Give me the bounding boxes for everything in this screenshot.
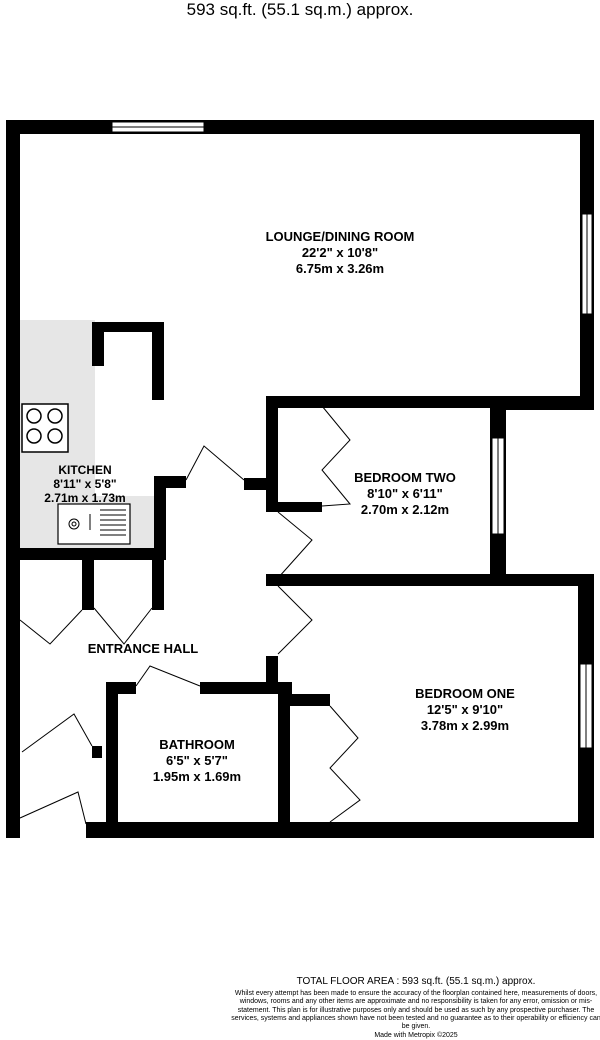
room-size-imperial: 22'2" x 10'8" <box>301 245 379 260</box>
room-size-imperial: 6'5" x 5'7" <box>166 753 228 768</box>
footer-total-area: TOTAL FLOOR AREA : 593 sq.ft. (55.1 sq.m… <box>296 976 536 987</box>
sink-icon <box>57 503 131 545</box>
room-name: BEDROOM TWO <box>354 470 456 485</box>
hob-icon <box>21 403 69 453</box>
room-size-imperial: 12'5" x 9'10" <box>426 702 504 717</box>
room-label-lounge: LOUNGE/DINING ROOM 22'2" x 10'8" 6.75m x… <box>240 229 440 277</box>
room-size-imperial: 8'10" x 6'11" <box>367 486 443 501</box>
room-label-bedroom-one: BEDROOM ONE 12'5" x 9'10" 3.78m x 2.99m <box>390 686 540 734</box>
room-size-imperial: 8'11" x 5'8" <box>53 477 117 491</box>
doors <box>19 405 361 825</box>
room-label-entrance-hall: ENTRANCE HALL <box>70 641 216 657</box>
room-name: KITCHEN <box>58 463 112 477</box>
header-area-text: 593 sq.ft. (55.1 sq.m.) approx. <box>186 0 414 19</box>
room-label-bathroom: BATHROOM 6'5" x 5'7" 1.95m x 1.69m <box>124 737 270 785</box>
room-size-metric: 1.95m x 1.69m <box>152 769 242 784</box>
room-name: BEDROOM ONE <box>415 686 515 701</box>
room-label-kitchen: KITCHEN 8'11" x 5'8" 2.71m x 1.73m <box>20 463 150 505</box>
room-name: LOUNGE/DINING ROOM <box>265 229 415 244</box>
window-lines <box>112 126 588 748</box>
room-size-metric: 3.78m x 2.99m <box>420 718 510 733</box>
room-name: BATHROOM <box>159 737 235 752</box>
room-size-metric: 2.70m x 2.12m <box>360 502 450 517</box>
room-size-metric: 2.71m x 1.73m <box>44 491 126 505</box>
room-size-metric: 6.75m x 3.26m <box>295 261 385 276</box>
footer-made-with: Made with Metropix ©2025 <box>374 1032 458 1039</box>
room-name: ENTRANCE HALL <box>87 641 199 656</box>
footer-disclaimer: Whilst every attempt has been made to en… <box>231 990 600 1031</box>
room-label-bedroom-two: BEDROOM TWO 8'10" x 6'11" 2.70m x 2.12m <box>330 470 480 518</box>
